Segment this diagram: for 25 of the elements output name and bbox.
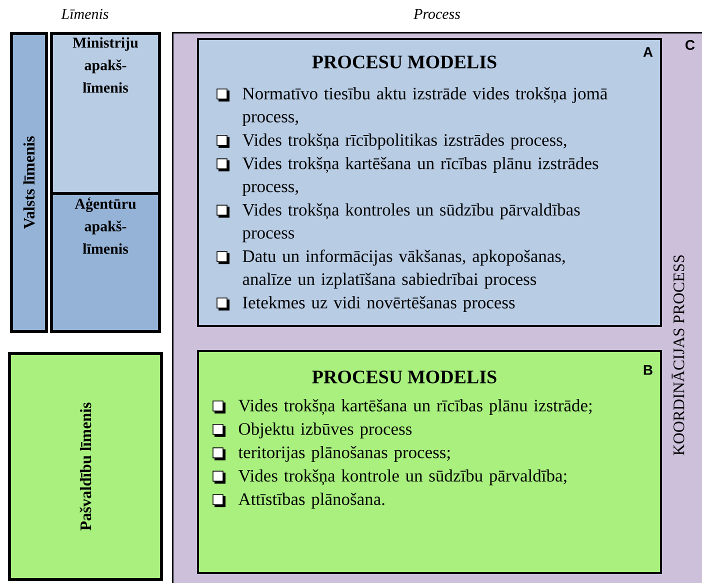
column-header: Līmenis xyxy=(61,8,108,20)
list-item: Vides trokšņa kartēšana un rīcības plānu izstrādes process, xyxy=(242,156,598,196)
panel-letter: C xyxy=(686,40,695,50)
list-item: Vides trokšņa kontrole un sūdzību pārvaldība; xyxy=(238,469,566,486)
list-item: Vides trokšņa kontroles un sūdzību pārvaldības process xyxy=(242,203,580,242)
sublevel-box: Aģentūru apakš- līmenis xyxy=(50,192,161,333)
list-item: Attīstības plānošana. xyxy=(238,492,384,509)
list-item: Vides trokšņa rīcībpolitikas izstrādes process, xyxy=(242,134,566,150)
list-item: Ietekmes uz vidi novērtēšanas process xyxy=(242,296,515,312)
list-item: Datu un informācijas vākšanas, apkopošanas, analīze un izplatīšana sabiedrībai process xyxy=(242,250,565,289)
level-box: Pašvaldību līmenis xyxy=(8,352,163,581)
heading: PROCESU MODELIS xyxy=(312,56,496,68)
vertical-title: KOORDINĀCIJAS PROCESS xyxy=(672,255,684,456)
panel-letter: A xyxy=(643,47,653,57)
column-header: Process xyxy=(413,9,460,19)
list-item: Objektu izbūves process xyxy=(238,422,412,438)
sublevel-box: Ministriju apakš- līmenis xyxy=(50,32,161,195)
list-item: Normatīvo tiesību aktu izstrāde vides trokšņa jomā process, xyxy=(242,87,608,126)
level-box: Valsts līmenis xyxy=(10,32,48,333)
heading: PROCESU MODELIS xyxy=(312,370,496,384)
list-item: Vides trokšņa kartēšana un rīcības plānu izstrāde; xyxy=(238,399,592,416)
panel-letter: B xyxy=(644,365,652,375)
process-model-box xyxy=(197,38,662,327)
list-item: teritorijas plānošanas process; xyxy=(238,446,450,462)
process-model-box xyxy=(197,350,662,574)
